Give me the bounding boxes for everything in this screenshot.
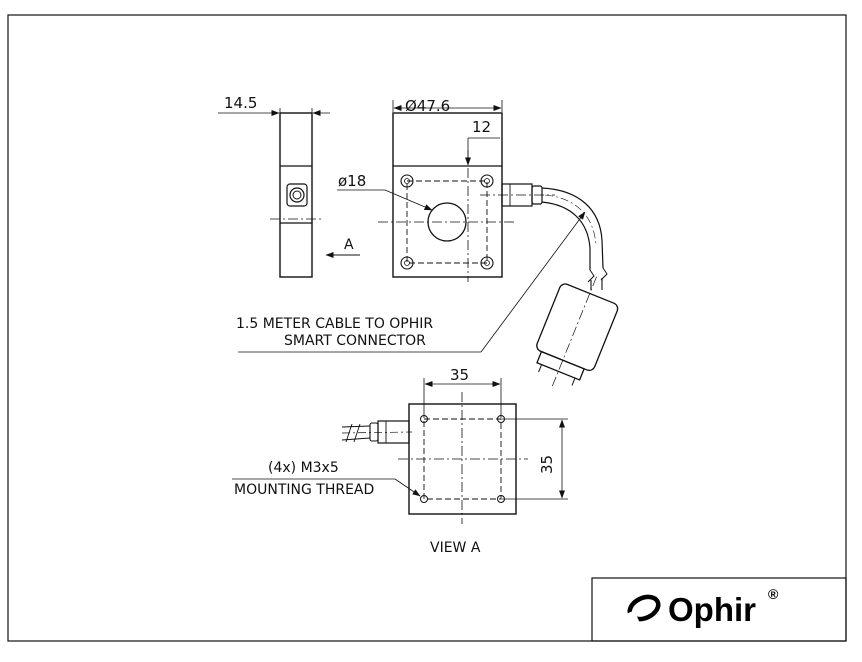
- mount-spacing-vertical: 35: [538, 455, 556, 474]
- smart-connector: [536, 267, 619, 389]
- diameter-dimension: Ø47.6: [405, 97, 450, 115]
- view-a-label: VIEW A: [430, 540, 481, 556]
- aperture-dimension: ø18: [338, 172, 366, 190]
- cable-note-leader: [238, 211, 586, 353]
- cable-note-line-1: 1.5 METER CABLE TO OPHIR: [236, 316, 433, 332]
- thread-note-line-1: (4x) M3x5: [268, 460, 339, 476]
- cable-note-line-2: SMART CONNECTOR: [284, 333, 426, 349]
- sheet-border: [7, 14, 847, 642]
- aperture-leader: [337, 189, 433, 211]
- registered-mark: ®: [768, 586, 779, 602]
- brand-name: Ophir: [668, 591, 756, 628]
- connector-offset-dimension: 12: [472, 118, 491, 136]
- view-arrow-label: A: [344, 237, 354, 253]
- front-view: [378, 100, 604, 282]
- view-a: [341, 378, 568, 524]
- thread-note-line-2: MOUNTING THREAD: [234, 482, 374, 498]
- title-block: Ophir ®: [591, 577, 847, 642]
- ophir-logo-icon: [626, 594, 661, 625]
- thread-note-leader: [232, 478, 421, 497]
- thickness-dimension: 14.5: [224, 94, 257, 112]
- side-view: [218, 108, 360, 278]
- mount-spacing-horizontal: 35: [450, 366, 469, 384]
